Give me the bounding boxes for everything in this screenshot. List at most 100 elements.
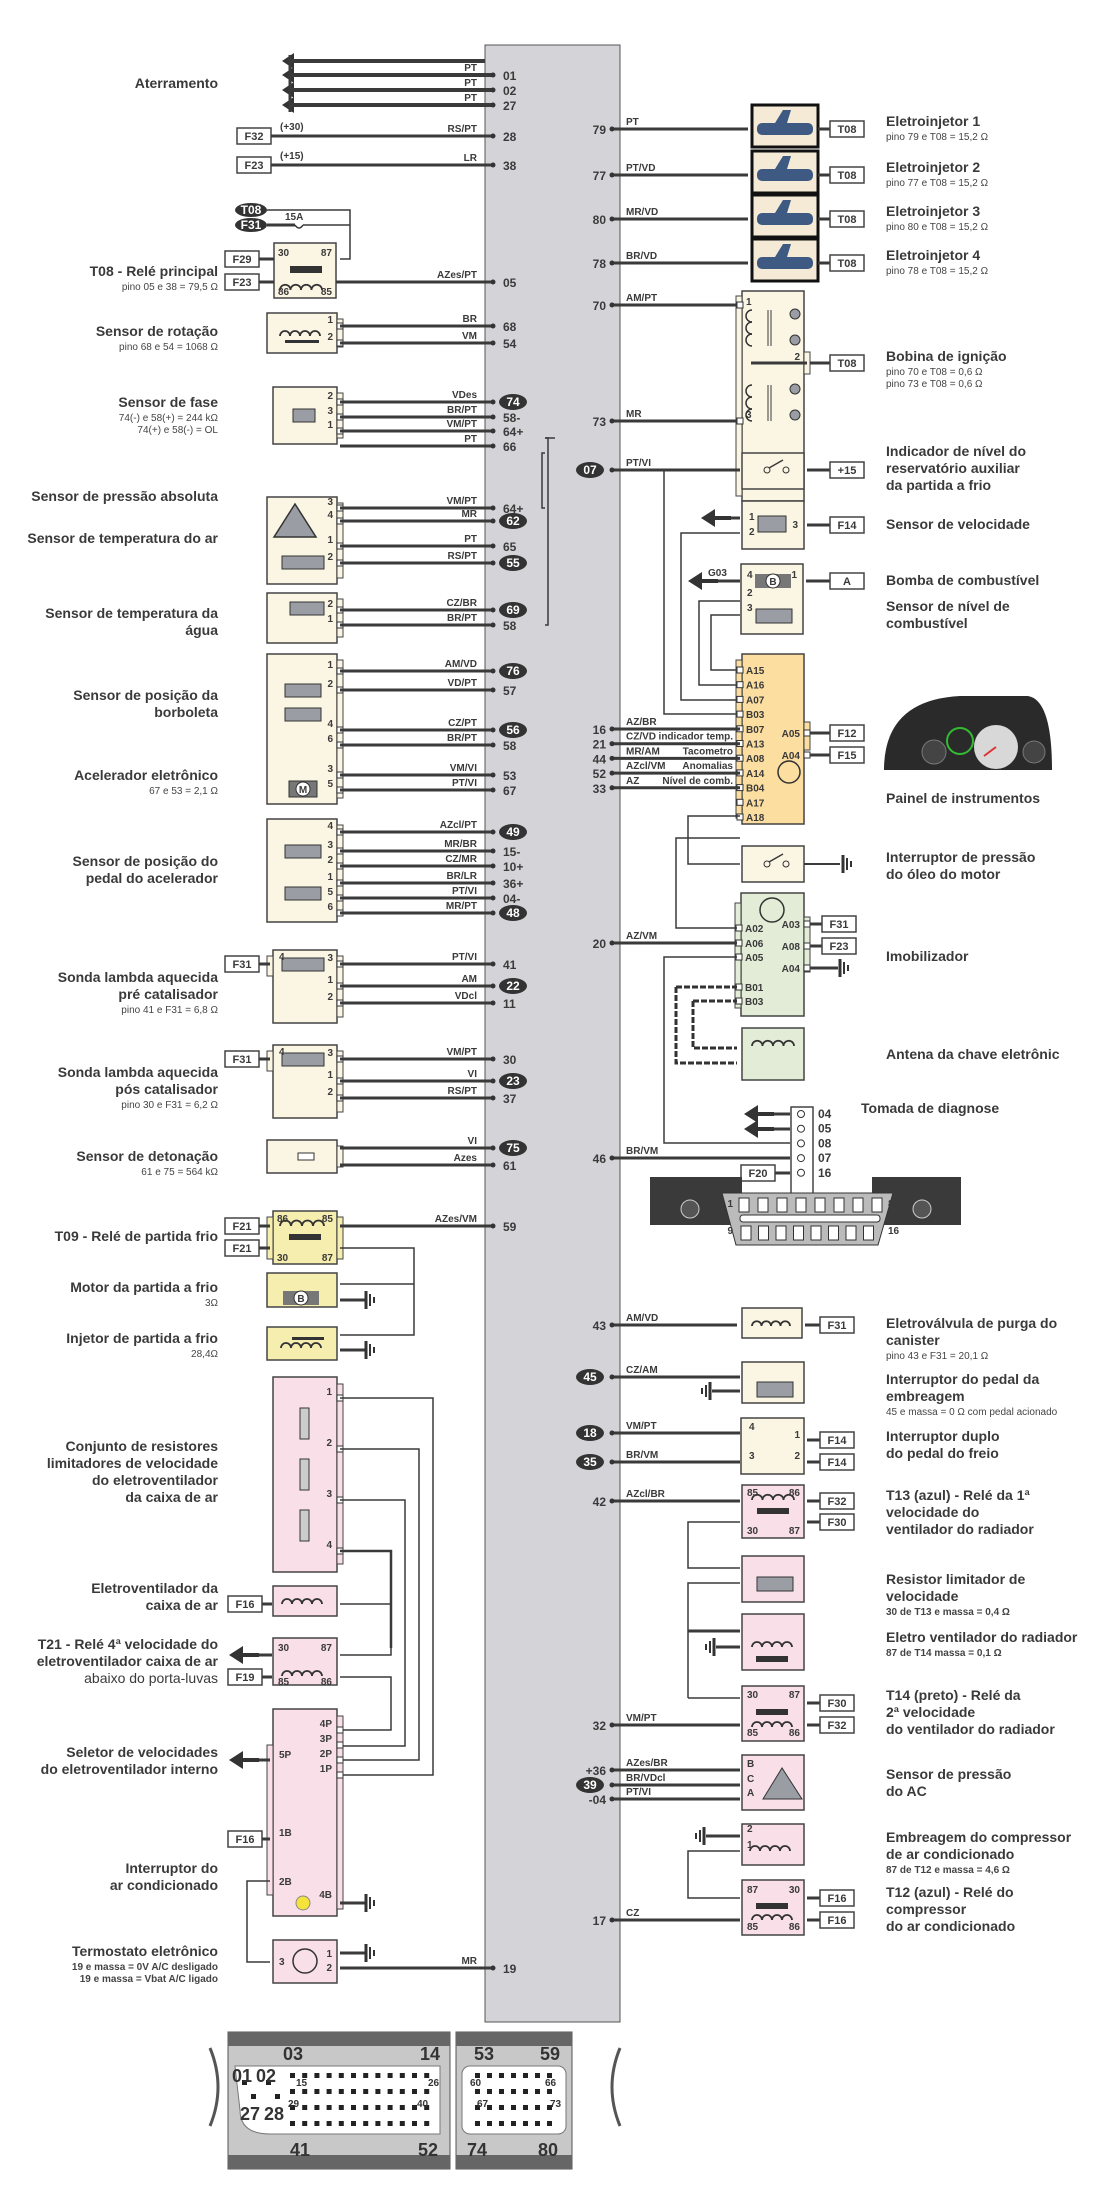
fuse-t08[interactable]: T08 [829, 354, 865, 372]
fuse-f31[interactable]: F31 [224, 1050, 260, 1068]
ground-icon [705, 1638, 716, 1656]
fuse-f20[interactable]: F20 [740, 1164, 776, 1182]
fuse-t08[interactable]: T08 [829, 210, 865, 228]
pin-oval [576, 1777, 604, 1793]
component-title: combustível [886, 615, 968, 631]
pin-number: 07 [583, 463, 597, 477]
fuse-f14[interactable]: F14 [819, 1453, 855, 1471]
obd-pin [810, 1225, 822, 1241]
connector-pin [375, 2121, 381, 2126]
fuse-f21[interactable]: F21 [224, 1239, 260, 1257]
pressure-sensor-icon [272, 502, 318, 538]
fuse-a[interactable]: A [829, 572, 865, 590]
terminal-number: 2 [327, 855, 333, 866]
motor-circle [765, 573, 781, 589]
fuse-f16[interactable]: F16 [227, 1595, 263, 1613]
fuse-f16[interactable]: F16 [819, 1889, 855, 1907]
component-title: Eletroventilador da [91, 1580, 218, 1596]
pin-dot [609, 1155, 615, 1161]
fuse-f16[interactable]: F16 [227, 1830, 263, 1848]
chassis-ground-icon [229, 1646, 259, 1664]
fuse-box [819, 1889, 855, 1907]
fuse-f21[interactable]: F21 [224, 1217, 260, 1235]
wire [663, 956, 790, 1144]
fuse-f14[interactable]: F14 [819, 1431, 855, 1449]
wire-color-label: MR/AM [626, 746, 660, 757]
pin-number: 74 [506, 395, 520, 409]
needle [983, 746, 997, 757]
terminal-number: 2 [749, 527, 755, 538]
fuse-f29[interactable]: F29 [224, 250, 260, 268]
fuse-f32[interactable]: F32 [236, 127, 272, 145]
relay-terminal: 30 [278, 248, 290, 259]
fuse-f30[interactable]: F30 [819, 1694, 855, 1712]
fuse-f32[interactable]: F32 [819, 1716, 855, 1734]
ground-label: G03 [708, 568, 727, 579]
pin-dot [609, 770, 615, 776]
terminal [736, 798, 744, 806]
fuse-f16[interactable]: F16 [819, 1911, 855, 1929]
wire [340, 1397, 434, 1776]
fuse-t08[interactable]: T08 [829, 166, 865, 184]
wire-color-label: RS/PT [448, 551, 477, 562]
fuse-f12[interactable]: F12 [829, 724, 865, 742]
ecu-pin-number: 53 [503, 769, 517, 783]
component-title: borboleta [154, 704, 218, 720]
terminal-number: 2B [279, 1877, 292, 1888]
connector-pin [351, 2089, 356, 2094]
pin-dot [490, 848, 496, 854]
ground-icon [364, 1894, 375, 1912]
fuse-15[interactable]: +15 [829, 461, 865, 479]
ground-icon [838, 959, 849, 977]
fuse-f31[interactable]: F31 [224, 955, 260, 973]
pin-dot [490, 518, 496, 524]
pin-dot [490, 961, 496, 967]
pin-dot [490, 162, 496, 168]
transistor-icon [777, 760, 801, 784]
pin-dot [609, 172, 615, 178]
ecu-pin-number: +36 [586, 1764, 607, 1778]
fuse-f14[interactable]: F14 [829, 516, 865, 534]
pin-dot [609, 1459, 615, 1465]
fuse-t08[interactable]: T08 [829, 254, 865, 272]
component-spec: 28,4Ω [191, 1349, 218, 1360]
connector-pin-label: 80 [538, 2140, 558, 2160]
fuse-label: F19 [236, 1672, 255, 1684]
connector-pin [487, 2089, 492, 2094]
connector-strip [336, 824, 344, 917]
fuse-f19[interactable]: F19 [227, 1668, 263, 1686]
hall-element [757, 515, 787, 533]
fuse-f23[interactable]: F23 [821, 937, 857, 955]
wire [541, 452, 545, 509]
component-title: T12 (azul) - Relé do [886, 1884, 1014, 1900]
connector-pin [412, 2089, 417, 2094]
connector-cavity-left [234, 2065, 441, 2135]
connector-strip [336, 1383, 344, 1565]
fuse-label: F31 [233, 1054, 252, 1066]
ecu-pin-number: 54 [503, 337, 517, 351]
terminal-number: 2 [327, 552, 333, 563]
ecu-pin-number: 02 [503, 84, 517, 98]
component-title: Sensor de velocidade [886, 516, 1030, 532]
component-title: Interruptor do pedal da [886, 1371, 1039, 1387]
fuse-f31[interactable]: F31 [821, 915, 857, 933]
fuse-f23[interactable]: F23 [236, 156, 272, 174]
wire-color-label: AM/VD [445, 659, 477, 670]
ecu-pin-number: 67 [503, 784, 517, 798]
component-title: ar condicionado [110, 1877, 218, 1893]
fuse-box [829, 724, 865, 742]
terminal-number: 1B [279, 1828, 292, 1839]
fuse-f31[interactable]: F31 [819, 1316, 855, 1334]
cluster-terminal: A13 [746, 740, 765, 751]
fuse-f23[interactable]: F23 [224, 273, 260, 291]
terminal-number: 3 [327, 497, 333, 508]
fuse-f15[interactable]: F15 [829, 746, 865, 764]
fuse-t08[interactable]: T08 [829, 120, 865, 138]
fuse-f32[interactable]: F32 [819, 1492, 855, 1510]
fuse-f30[interactable]: F30 [819, 1513, 855, 1531]
ecu-pin-number: 05 [503, 276, 517, 290]
component-title: Painel de instrumentos [886, 790, 1040, 806]
